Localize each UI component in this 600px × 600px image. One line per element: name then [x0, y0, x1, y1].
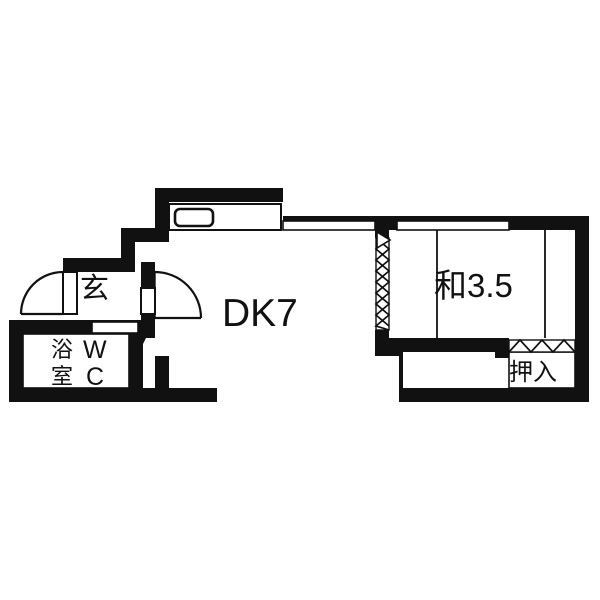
genkan-to-dk-door: [140, 270, 203, 320]
tatami-lines: [436, 230, 546, 338]
room-label-bathroom-line2: 室: [51, 364, 74, 389]
washitsu-window: [396, 220, 510, 231]
room-label-dining-kitchen: DK7: [222, 292, 298, 335]
room-label-toilet-line1: W: [83, 336, 107, 364]
room-label-toilet-line2: C: [86, 363, 105, 391]
dk-window: [282, 220, 376, 231]
entrance-door: [19, 270, 78, 316]
closet-fusuma: [508, 338, 576, 354]
kitchen-counter: [168, 203, 282, 231]
kitchen-sink: [173, 207, 215, 228]
room-label-closet: 押入: [509, 359, 557, 386]
room-label-bathroom-line1: 浴: [51, 337, 74, 362]
windows: [282, 220, 510, 231]
balcony-door-marker: [376, 230, 392, 250]
dk-to-washitsu-fusuma: [374, 237, 391, 331]
sliding-screens: [374, 237, 576, 354]
room-label-japanese-tatami-room: 和3.5: [434, 267, 513, 304]
door-swing-arrow: [132, 334, 148, 350]
bathroom-door: [91, 321, 148, 350]
room-label-entrance: 玄: [80, 273, 110, 305]
